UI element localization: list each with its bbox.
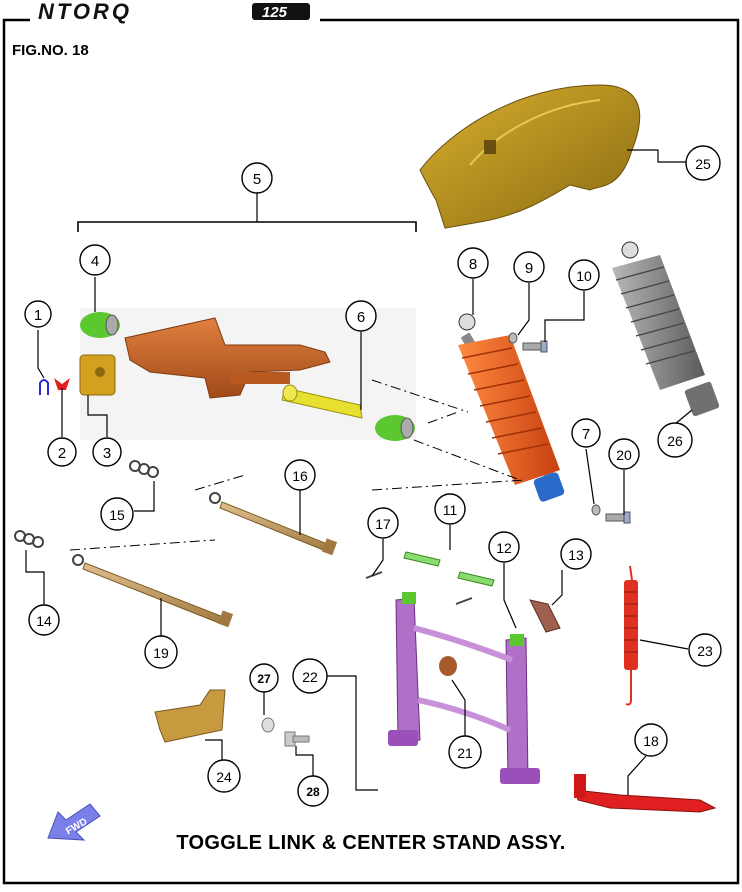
svg-text:4: 4 (91, 253, 99, 270)
callout-20: 20 (608, 438, 640, 470)
bolt-28 (284, 731, 310, 747)
bracket-13 (529, 599, 561, 633)
red-washer-part (54, 378, 70, 390)
washer-9 (508, 332, 518, 344)
clip-part (39, 379, 49, 395)
alignment-lines (69, 379, 526, 551)
svg-text:7: 7 (582, 426, 590, 443)
callout-21: 21 (448, 735, 482, 769)
bracket-24 (154, 689, 226, 743)
callout-19: 19 (144, 635, 178, 669)
group-bracket (77, 221, 417, 232)
callout-14: 14 (28, 604, 60, 636)
svg-text:22: 22 (302, 669, 318, 685)
washer-27 (261, 717, 275, 733)
callout-5: 5 (241, 162, 273, 194)
washers-15 (129, 460, 159, 478)
block-part (79, 354, 116, 396)
svg-text:2: 2 (58, 445, 66, 462)
svg-text:17: 17 (375, 516, 391, 532)
callout-23: 23 (688, 633, 722, 667)
brand-logo-text: NTORQ (38, 0, 132, 24)
callout-24: 24 (207, 759, 241, 793)
callout-15: 15 (100, 497, 134, 531)
rod-19 (72, 554, 234, 628)
svg-text:5: 5 (253, 171, 261, 188)
washers-14 (14, 530, 44, 548)
callout-4: 4 (79, 244, 111, 276)
rear-shock-grey (612, 241, 720, 417)
svg-text:19: 19 (153, 645, 169, 661)
svg-text:1: 1 (34, 307, 42, 324)
svg-text:26: 26 (667, 433, 683, 449)
callout-3: 3 (92, 437, 122, 467)
callout-22: 22 (292, 658, 328, 694)
bushing-top (80, 312, 120, 338)
center-stand (388, 592, 540, 784)
pin-11 (403, 551, 495, 587)
callout-27: 27 (249, 663, 279, 693)
callout-12: 12 (488, 531, 520, 563)
svg-text:3: 3 (103, 445, 111, 462)
brand-logo-suffix: 125 (262, 4, 288, 21)
callout-17: 17 (367, 507, 399, 539)
svg-text:18: 18 (643, 733, 659, 749)
callout-28: 28 (297, 775, 329, 807)
callout-25: 25 (685, 145, 721, 181)
svg-text:6: 6 (357, 309, 365, 326)
callout-26: 26 (657, 422, 693, 458)
border-frame (2, 18, 740, 885)
rear-fender (419, 84, 641, 229)
svg-text:28: 28 (306, 785, 320, 799)
svg-text:9: 9 (525, 260, 533, 277)
svg-text:15: 15 (109, 507, 125, 523)
bolt-20 (605, 511, 631, 524)
svg-text:12: 12 (496, 540, 512, 556)
callout-10: 10 (568, 259, 600, 291)
bushing-bottom (375, 415, 415, 441)
pivot-shaft (281, 384, 363, 419)
callout-18: 18 (634, 723, 668, 757)
callout-7: 7 (571, 418, 601, 448)
svg-text:14: 14 (36, 613, 52, 629)
spring-23 (624, 565, 638, 706)
svg-text:13: 13 (568, 547, 584, 563)
rod-16 (209, 492, 338, 556)
svg-text:25: 25 (695, 156, 711, 172)
svg-text:16: 16 (292, 468, 308, 484)
svg-text:11: 11 (443, 502, 458, 518)
diagram-title: TOGGLE LINK & CENTER STAND ASSY. (176, 832, 566, 854)
callout-11: 11 (434, 493, 466, 525)
bolt-10 (522, 340, 548, 353)
callout-2: 2 (47, 437, 77, 467)
svg-text:24: 24 (216, 769, 232, 785)
pin-17 (365, 571, 383, 579)
leader-lines (25, 149, 693, 795)
svg-text:10: 10 (576, 268, 592, 284)
callout-16: 16 (284, 459, 316, 491)
callout-1: 1 (24, 300, 52, 328)
svg-text:27: 27 (257, 672, 271, 686)
callout-6: 6 (345, 300, 377, 332)
washer-7 (591, 504, 601, 516)
callout-8: 8 (457, 247, 489, 279)
side-stand (574, 774, 717, 813)
callout-13: 13 (560, 538, 592, 570)
svg-text:21: 21 (457, 745, 473, 761)
svg-text:23: 23 (697, 643, 713, 659)
figure-number: FIG.NO. 18 (12, 42, 89, 59)
swing-arm (124, 317, 331, 399)
svg-text:20: 20 (616, 447, 632, 463)
callout-9: 9 (513, 251, 545, 283)
callouts: 1 2 3 4 5 6 7 8 9 10 11 12 13 14 15 16 1… (24, 145, 722, 807)
rear-shock-orange (458, 313, 565, 502)
brand-logo: NTORQ 125 (30, 0, 320, 24)
svg-text:8: 8 (469, 256, 477, 273)
